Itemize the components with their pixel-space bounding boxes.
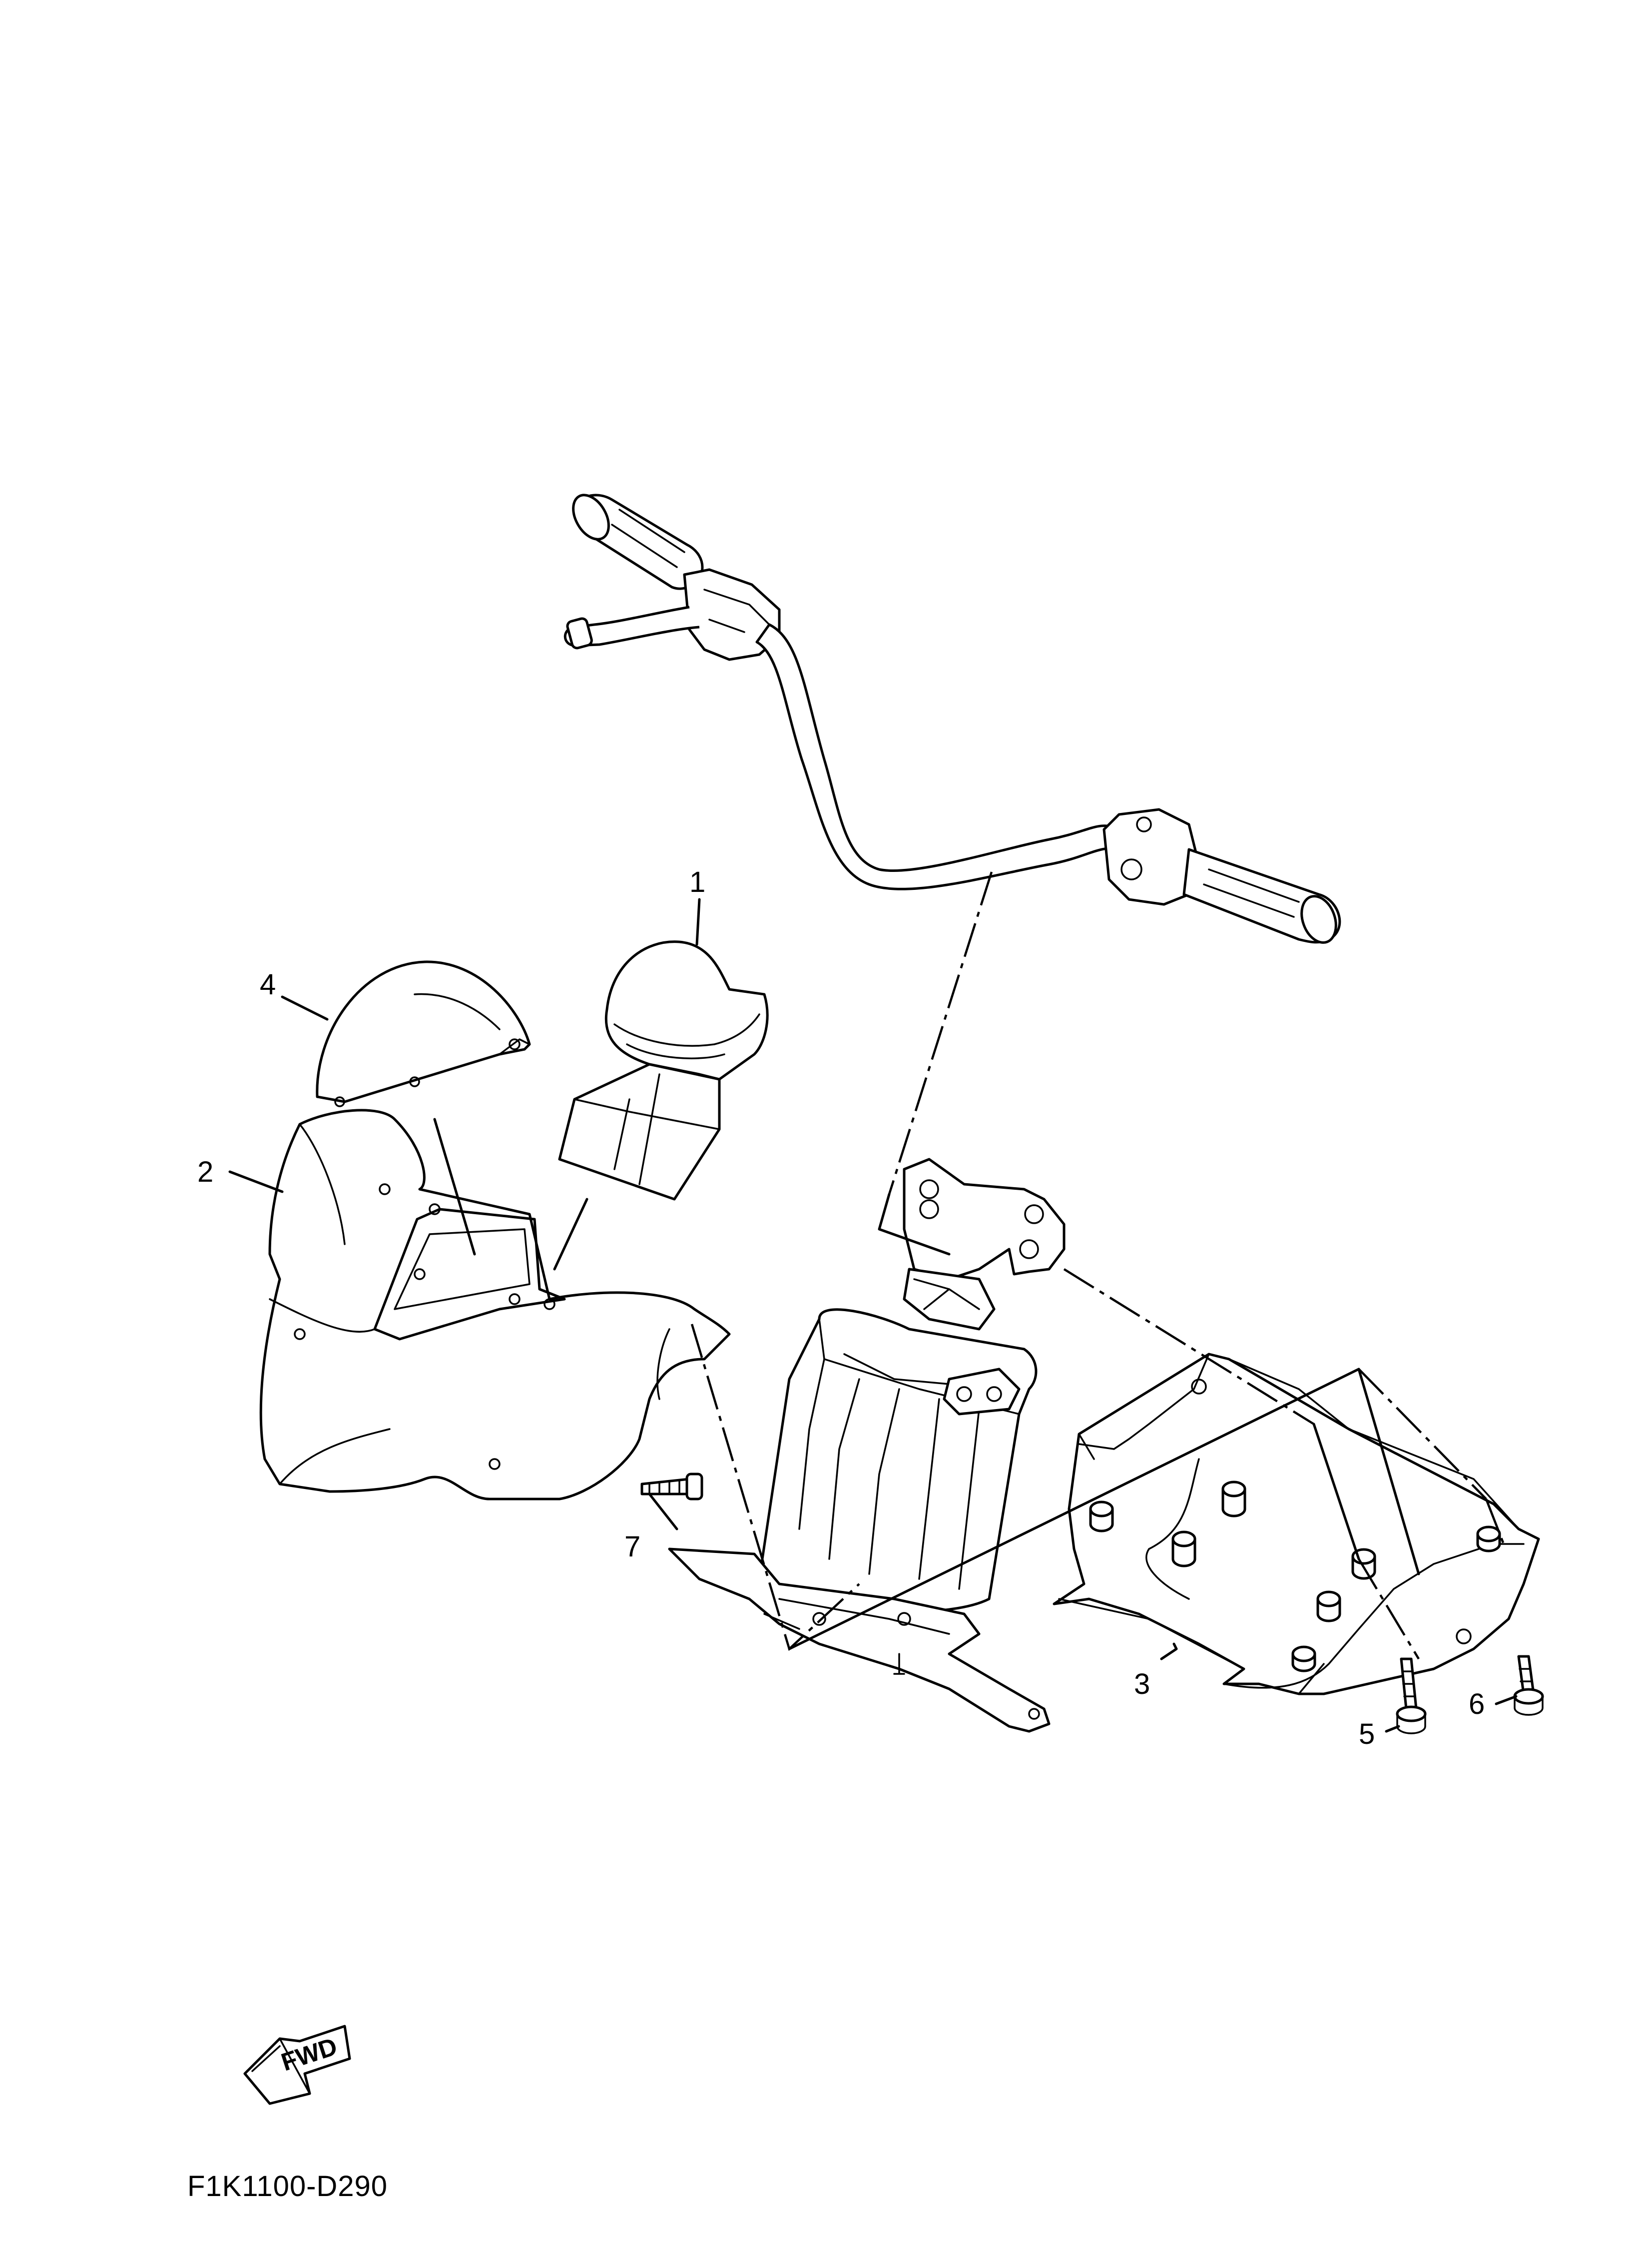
- mounting-bosses: [1089, 1379, 1501, 1672]
- screw-7: [640, 1473, 703, 1501]
- steering-column: [668, 1158, 1066, 1733]
- figure-code: F1K1100-D290: [187, 2170, 388, 2203]
- callout-labels: 1 2 3 4 5 6 7: [197, 866, 1485, 1750]
- assembly-lines: [433, 871, 1505, 1660]
- callout-7: 7: [624, 1530, 640, 1563]
- callout-5: 5: [1359, 1718, 1375, 1750]
- callout-1: 1: [689, 866, 705, 898]
- forward-direction-badge: FWD: [243, 2025, 351, 2105]
- callout-3: 3: [1134, 1668, 1150, 1700]
- callout-2: 2: [197, 1156, 213, 1188]
- part-2-handle-cover: [259, 1109, 731, 1501]
- arrow-icon: [251, 2045, 281, 2072]
- part-1-steering-cover: [558, 940, 769, 1201]
- callout-6: 6: [1469, 1688, 1485, 1720]
- part-3-lower-cover: [1053, 1353, 1540, 1695]
- handlebar-assembly: [563, 494, 1341, 944]
- part-4-upper-cover: [316, 960, 531, 1107]
- callout-4: 4: [260, 968, 276, 1001]
- screw-6: [1513, 1655, 1544, 1716]
- screw-5: [1396, 1657, 1427, 1734]
- callout-leaders: [228, 898, 1518, 1733]
